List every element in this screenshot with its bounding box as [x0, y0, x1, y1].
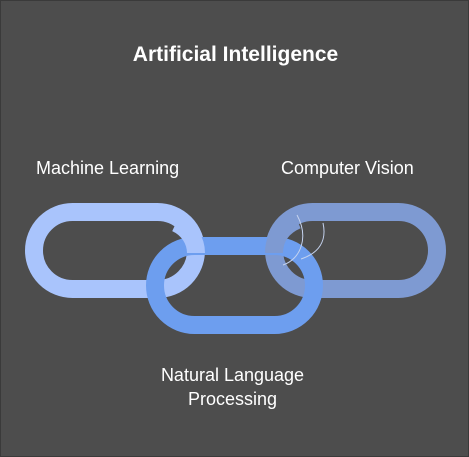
link-natural-language-processing: [146, 237, 323, 334]
label-natural-language-processing: Natural Language Processing: [131, 363, 334, 411]
overlap-cv-over-nlp: [265, 211, 302, 254]
label-nlp-line-1: Natural Language: [160, 365, 305, 385]
label-computer-vision: Computer Vision: [281, 158, 414, 178]
overlap-ml-over-nlp: [171, 214, 205, 254]
label-machine-learning: Machine Learning: [36, 158, 180, 178]
link-highlight-lines: [282, 214, 325, 266]
diagram-title: Artificial Intelligence: [132, 43, 339, 66]
label-nlp-line-2: Processing: [187, 389, 278, 409]
